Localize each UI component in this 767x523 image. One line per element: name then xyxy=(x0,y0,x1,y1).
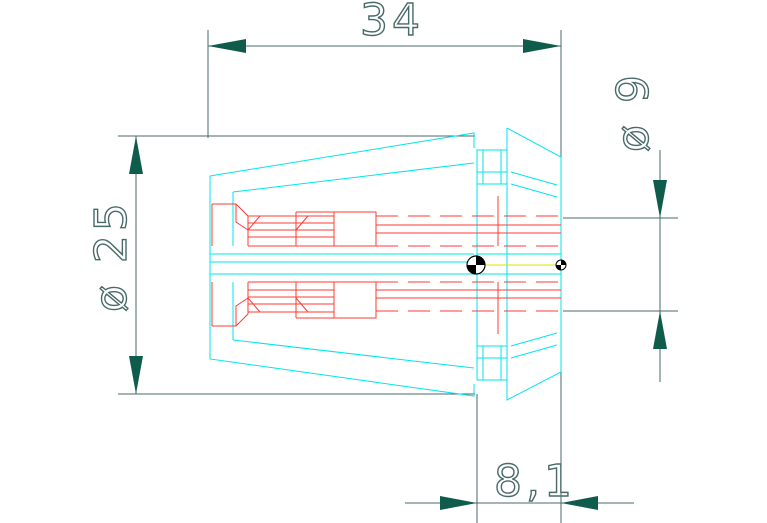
dimension-lines xyxy=(118,30,678,523)
arrow-right-8-1 xyxy=(440,496,477,510)
arrow-down-25 xyxy=(129,356,143,394)
dimension-bore-diameter-label: ø 9 xyxy=(608,71,659,152)
arrow-down-9 xyxy=(653,180,667,218)
arrow-up-9 xyxy=(653,311,667,349)
dimension-arrows xyxy=(129,39,667,510)
arrow-up-25 xyxy=(129,136,143,174)
arrow-left-34 xyxy=(208,39,246,53)
dimension-outer-diameter-label: ø 25 xyxy=(86,199,137,312)
hidden-lines xyxy=(211,196,561,334)
dimension-nose-length-label: 8,1 xyxy=(494,456,576,507)
center-of-mass-symbol xyxy=(466,255,486,275)
axis-markers xyxy=(466,255,567,275)
datum-point-symbol xyxy=(555,259,567,271)
dimension-length-label: 34 xyxy=(360,0,424,46)
collet-outline xyxy=(209,127,562,401)
arrow-left-8-1 xyxy=(561,496,598,510)
arrow-right-34 xyxy=(523,39,561,53)
